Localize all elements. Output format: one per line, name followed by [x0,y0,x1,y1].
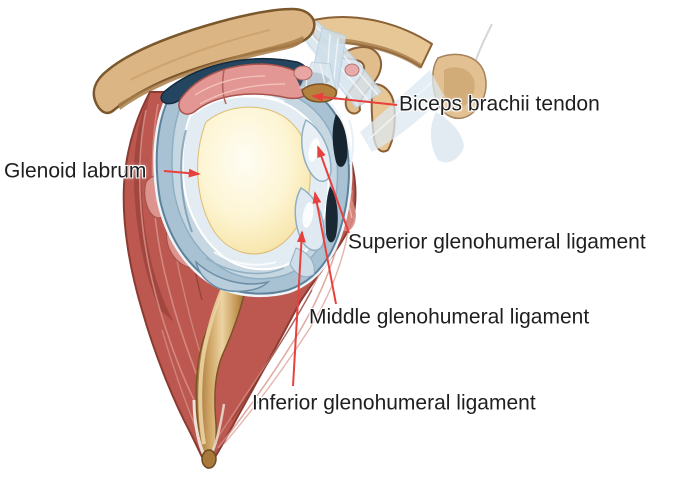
label-glenoid-labrum: Glenoid labrum [4,159,147,183]
leader-biceps-brachii-tendon [311,92,398,106]
scapula-bone-mass [430,53,487,163]
label-inferior-glenohumeral-ligament: Inferior glenohumeral ligament [252,391,536,415]
glenohumeral-ligament-folds [289,114,354,278]
label-superior-glenohumeral-ligament: Superior glenohumeral ligament [348,230,646,254]
leader-lines [163,92,398,387]
leader-glenoid-labrum [163,168,201,178]
glenoid-cartilage [197,106,311,255]
faint-bone-edge [475,23,493,61]
acromion-bone [92,7,316,115]
supraspinatus-muscle [178,63,311,115]
label-biceps-brachii-tendon: Biceps brachii tendon [399,92,600,116]
cut-muscle [344,63,360,77]
cut-muscle [293,65,313,81]
biceps-tendon-stub [301,83,338,103]
inferior-ligament-fold [289,247,315,278]
leader-superior-ligament [317,145,350,234]
label-middle-glenohumeral-ligament: Middle glenohumeral ligament [309,305,590,329]
leader-inferior-ligament [292,230,306,387]
leader-middle-ligament [312,191,337,305]
long-head-tendon [192,271,249,469]
